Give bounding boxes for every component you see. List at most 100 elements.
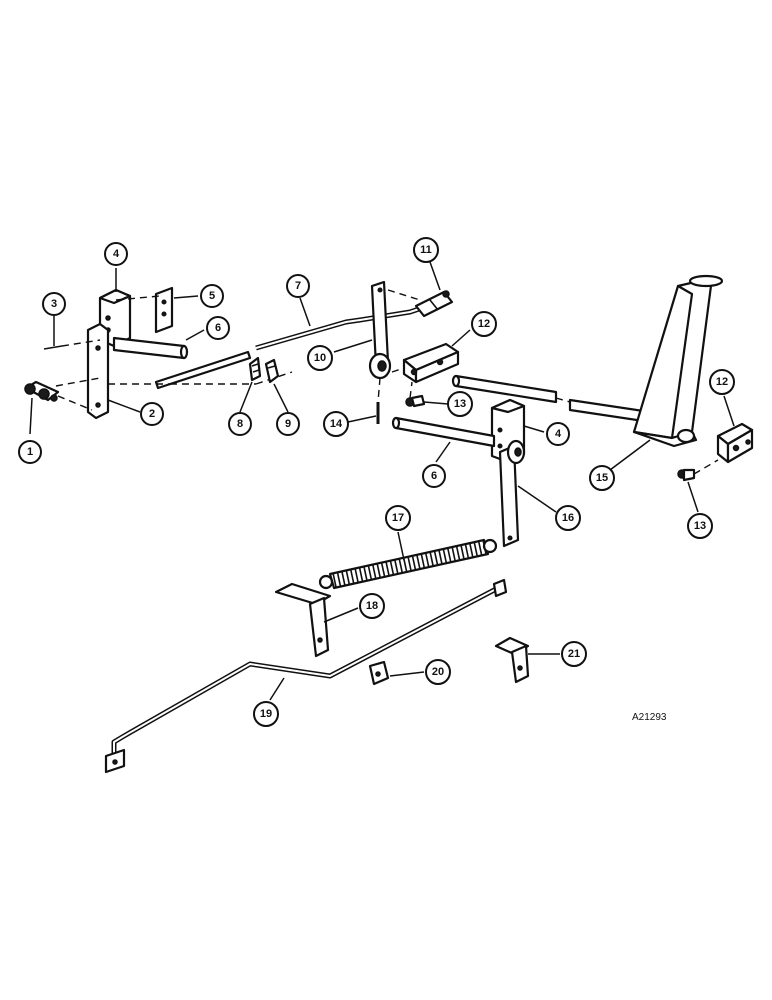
bracket-18	[274, 582, 332, 658]
callout-label: 9	[285, 418, 291, 430]
callout-2: 2	[140, 402, 164, 426]
callout-label: 2	[149, 408, 155, 420]
callout-9: 9	[276, 412, 300, 436]
callout-12-right: 12	[709, 369, 735, 395]
spring-coil	[460, 544, 465, 560]
drawing-reference: A21293	[632, 712, 667, 723]
callout-16: 16	[555, 505, 581, 531]
callout-label: 1	[27, 446, 33, 458]
callout-label: 12	[478, 318, 490, 330]
spring-coil	[424, 552, 430, 567]
spring-coil	[349, 568, 355, 584]
spring-coil	[442, 548, 448, 563]
callout-label: 18	[366, 600, 378, 612]
spring-coil	[429, 551, 434, 566]
rod-left	[154, 350, 252, 390]
spring-coil	[446, 547, 452, 562]
clip-20	[368, 660, 390, 686]
bracket-21	[494, 636, 530, 684]
spring-coil	[354, 567, 359, 583]
callout-21: 21	[561, 641, 587, 667]
callout-6: 6	[206, 316, 230, 340]
callout-label: 12	[716, 376, 728, 388]
spring-coil	[477, 540, 483, 556]
spring-coil	[380, 562, 386, 577]
callout-label: 10	[314, 352, 326, 364]
callout-11: 11	[413, 237, 439, 263]
callout-1: 1	[18, 440, 42, 464]
spring-coil	[393, 559, 399, 574]
rod-19	[104, 578, 508, 774]
spring-coil	[345, 569, 351, 585]
bolt-13-center	[405, 381, 426, 408]
shaft-long	[451, 374, 652, 424]
spring-coil	[336, 571, 342, 587]
clip-9	[264, 358, 280, 384]
callout-label: 17	[392, 512, 404, 524]
callout-label: 15	[596, 472, 608, 484]
spring-coil	[358, 567, 364, 582]
callout-13: 13	[447, 391, 473, 417]
callout-label: 13	[454, 398, 466, 410]
lever-bracket-left	[86, 288, 132, 420]
callout-label: 7	[295, 280, 301, 292]
control-rod-7	[255, 303, 429, 351]
spring-coil	[438, 549, 443, 564]
callout-label: 8	[237, 418, 243, 430]
callout-label: 4	[555, 428, 562, 440]
spring-coil	[341, 570, 346, 586]
spring-coil	[468, 542, 474, 558]
clevis-12-center	[391, 342, 460, 384]
spring-coil	[451, 546, 456, 561]
callout-14: 14	[323, 411, 349, 437]
pedal-15	[632, 274, 724, 448]
callout-4: 4	[104, 242, 128, 266]
callout-20: 20	[425, 659, 451, 685]
callout-10: 10	[307, 345, 333, 371]
spring-coil	[376, 563, 381, 578]
bolt-13-right	[677, 459, 719, 482]
callout-label: 14	[330, 418, 343, 430]
callout-6-right: 6	[422, 464, 446, 488]
spring-coil	[433, 550, 439, 565]
callout-7: 7	[286, 274, 310, 298]
callout-label: 13	[694, 520, 706, 532]
clip-8	[248, 356, 262, 382]
clevis-12-right	[716, 422, 754, 464]
lever-16	[498, 439, 526, 548]
callout-label: 11	[420, 244, 432, 256]
spring-coil	[411, 555, 417, 570]
spring-coil	[416, 554, 421, 569]
callout-4-right: 4	[546, 422, 570, 446]
callout-15: 15	[589, 465, 615, 491]
callout-3: 3	[42, 292, 66, 316]
spring-coil	[371, 564, 377, 579]
callout-17: 17	[385, 505, 411, 531]
callout-label: 5	[209, 290, 215, 302]
callout-19: 19	[253, 701, 279, 727]
spring-coil	[332, 572, 337, 588]
callout-12: 12	[471, 311, 497, 337]
arm-10	[368, 280, 392, 380]
callout-13-right: 13	[687, 513, 713, 539]
pin-14	[376, 377, 381, 424]
spring-coil	[367, 565, 373, 580]
spring-coil	[473, 541, 478, 557]
pin-3	[43, 339, 101, 350]
spring-coil	[420, 553, 426, 568]
spring-coil	[398, 558, 403, 573]
callout-label: 3	[51, 298, 57, 310]
callout-8: 8	[228, 412, 252, 436]
spring-coil	[464, 543, 470, 559]
callout-18: 18	[359, 593, 385, 619]
spring-coil	[455, 545, 461, 560]
callout-5: 5	[200, 284, 224, 308]
spring-17	[318, 538, 498, 590]
callout-label: 6	[431, 470, 437, 482]
callout-label: 16	[562, 512, 574, 524]
plate-5	[154, 286, 174, 334]
callout-label: 6	[215, 322, 221, 334]
spring-coil	[482, 539, 487, 555]
shaft-6-left	[112, 336, 189, 360]
